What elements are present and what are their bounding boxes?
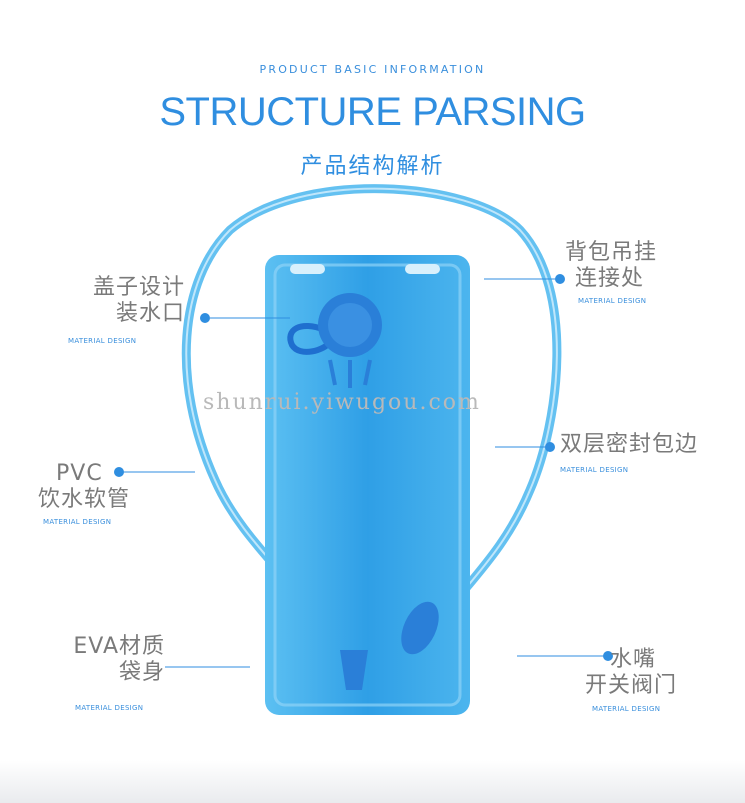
callout-body-line2: 袋身	[118, 660, 165, 685]
callout-dot	[555, 274, 565, 284]
callout-tube-line1: PVC	[56, 461, 103, 486]
page-title-cn: 产品结构解析	[300, 154, 445, 179]
callout-hanger: 背包吊挂 连接处	[565, 240, 675, 292]
callout-seal-tag: MATERIAL DESIGN	[560, 466, 629, 474]
callout-dot	[545, 442, 555, 452]
bladder-body	[265, 255, 470, 715]
callout-hanger-tag: MATERIAL DESIGN	[578, 297, 647, 305]
callout-valve: 水嘴 开关阀门	[585, 647, 695, 699]
callout-dot	[603, 651, 613, 661]
callout-cap-line2: 装水口	[115, 301, 185, 326]
floor-shadow	[0, 760, 745, 803]
callout-valve-tag: MATERIAL DESIGN	[592, 705, 661, 713]
callout-dot	[114, 467, 124, 477]
page-title: STRUCTURE PARSING	[159, 90, 586, 134]
callout-cap-tag: MATERIAL DESIGN	[68, 337, 137, 345]
callout-cap: 盖子设计 装水口	[60, 275, 185, 327]
callout-body-tag: MATERIAL DESIGN	[75, 704, 144, 712]
callout-seal: 双层密封包边	[560, 432, 699, 457]
hanger-slot-right	[405, 264, 440, 274]
callout-hanger-line1: 背包吊挂	[565, 240, 658, 265]
callout-hanger-line2: 连接处	[575, 266, 645, 291]
watermark: shunrui.yiwugou.com	[203, 390, 481, 415]
section-subtitle: PRODUCT BASIC INFORMATION	[259, 63, 486, 76]
callout-cap-line1: 盖子设计	[92, 275, 185, 300]
cap-strap	[287, 323, 333, 355]
tube-end-clip	[340, 650, 368, 690]
callout-tube: PVC 饮水软管	[38, 461, 148, 513]
callout-dot	[200, 313, 210, 323]
callout-tube-line2: 饮水软管	[38, 487, 131, 512]
callout-body: EVA材质 袋身	[50, 634, 165, 686]
callout-valve-line1: 水嘴	[610, 647, 657, 672]
callout-tube-tag: MATERIAL DESIGN	[43, 518, 112, 526]
bite-valve	[401, 601, 439, 655]
callout-body-line1: EVA材质	[73, 634, 165, 659]
callout-valve-line2: 开关阀门	[585, 673, 678, 698]
hanger-slot-left	[290, 264, 325, 274]
